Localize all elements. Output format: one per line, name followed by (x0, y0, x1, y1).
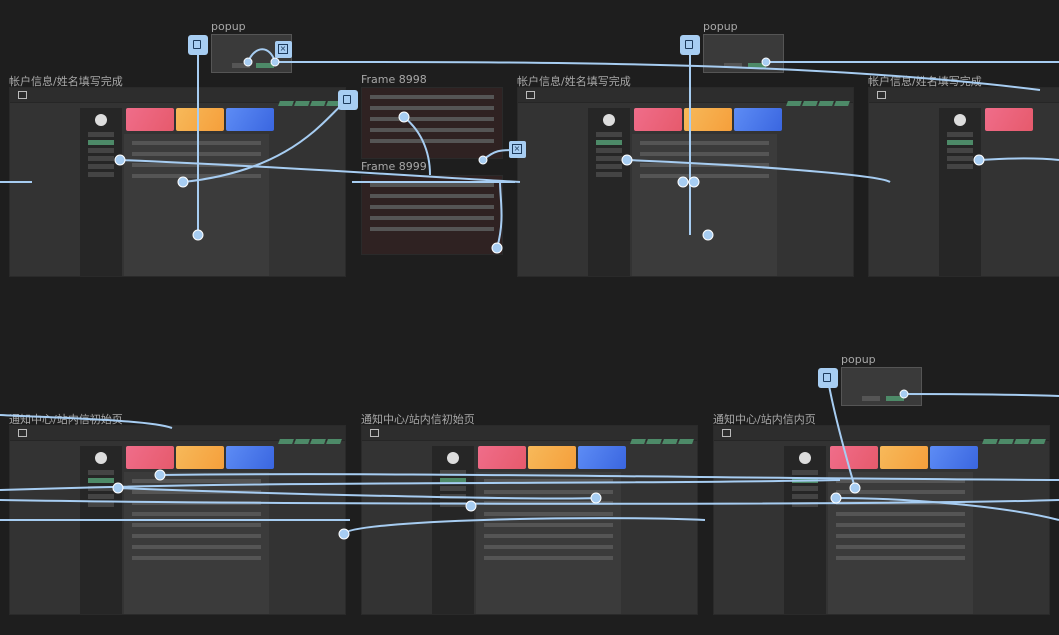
logo-icon (526, 91, 537, 100)
frame-account-1[interactable] (9, 87, 346, 277)
popup-title-2: popup (703, 20, 738, 33)
popup-title-1: popup (211, 20, 246, 33)
wallet-cards (634, 108, 784, 135)
sidebar (432, 446, 474, 614)
topbar (10, 426, 345, 444)
close-overlay-icon[interactable]: × (275, 41, 292, 58)
flow-start-node-icon[interactable] (818, 368, 838, 388)
popup-cancel-button[interactable] (862, 396, 880, 401)
avatar (799, 452, 811, 464)
frame-notify-2[interactable] (361, 425, 698, 615)
logo-icon (18, 91, 29, 100)
frame-account-3[interactable] (868, 87, 1059, 277)
topbar (10, 88, 345, 106)
avatar (95, 114, 107, 126)
popup-title-3: popup (841, 353, 876, 366)
sidebar (588, 108, 630, 276)
frame-notify-1[interactable] (9, 425, 346, 615)
logo-icon (877, 91, 888, 100)
frame-title-account-1: 帐户信息/姓名填写完成 (9, 75, 123, 88)
close-overlay-icon[interactable]: × (509, 141, 526, 158)
frame-title-8998: Frame 8998 (361, 73, 427, 86)
logo-icon (722, 429, 733, 438)
avatar (954, 114, 966, 126)
wallet-cards (830, 446, 980, 473)
frame-title-notify-2: 通知中心/站内信初始页 (361, 413, 475, 426)
wallet-cards (478, 446, 628, 473)
popup-cancel-button[interactable] (232, 63, 250, 68)
avatar (603, 114, 615, 126)
flag-tabs (981, 429, 1046, 448)
popup-ok-button[interactable] (256, 63, 274, 68)
topbar (362, 426, 697, 444)
flow-start-node-icon[interactable] (338, 90, 358, 110)
popup-ok-button[interactable] (886, 396, 904, 401)
message-list (124, 472, 269, 614)
topbar (869, 88, 1059, 103)
topbar (518, 88, 853, 106)
flag-tabs (277, 91, 342, 110)
popup-3[interactable] (841, 367, 922, 406)
message-list (476, 472, 621, 614)
frame-8998[interactable] (361, 87, 503, 159)
flag-tabs (785, 91, 850, 110)
flow-start-node-icon[interactable] (188, 35, 208, 55)
sidebar (784, 446, 826, 614)
frame-title-8999: Frame 8999 (361, 160, 427, 173)
main-panel (124, 134, 269, 276)
avatar (447, 452, 459, 464)
popup-2[interactable] (703, 34, 784, 73)
flag-tabs (629, 429, 694, 448)
logo-icon (370, 429, 381, 438)
main-panel (632, 134, 777, 276)
flow-start-node-icon[interactable] (680, 35, 700, 55)
avatar (95, 452, 107, 464)
popup-cancel-button[interactable] (724, 63, 742, 68)
frame-notify-3[interactable] (713, 425, 1050, 615)
frame-title-notify-3: 通知中心/站内信内页 (713, 413, 816, 426)
popup-ok-button[interactable] (748, 63, 766, 68)
sidebar (80, 108, 122, 276)
topbar (714, 426, 1049, 444)
logo-icon (18, 429, 29, 438)
message-list (828, 472, 973, 614)
wallet-cards (126, 108, 276, 135)
frame-8999[interactable] (361, 175, 503, 255)
wallet-cards (985, 108, 1035, 135)
frame-account-2[interactable] (517, 87, 854, 277)
flag-tabs (277, 429, 342, 448)
sidebar (80, 446, 122, 614)
wallet-cards (126, 446, 276, 473)
sidebar (939, 108, 981, 276)
